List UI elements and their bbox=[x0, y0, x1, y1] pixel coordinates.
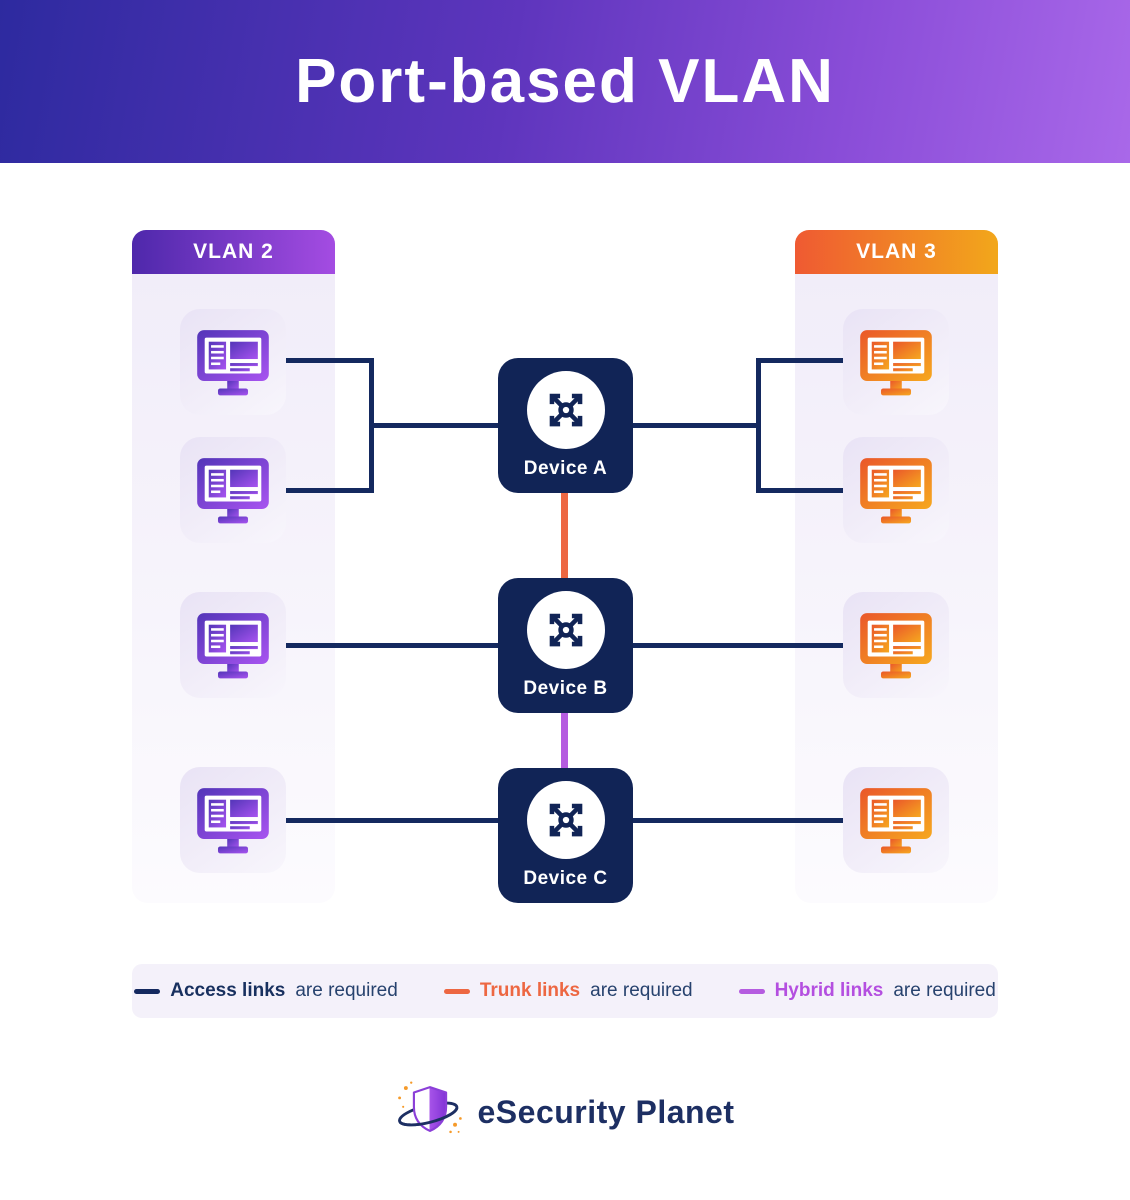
legend-item-access: Access links are required bbox=[134, 980, 398, 1002]
device-label: Device C bbox=[523, 868, 608, 889]
access-link-left-junction bbox=[369, 358, 374, 493]
access-link-right-to-device-a bbox=[633, 423, 759, 428]
vlan2-computer-1 bbox=[180, 309, 286, 415]
shield-planet-icon bbox=[396, 1080, 464, 1144]
device-c: Device C bbox=[498, 768, 633, 903]
monitor-icon bbox=[859, 329, 933, 396]
monitor-icon bbox=[859, 612, 933, 679]
monitor-icon bbox=[196, 329, 270, 396]
vlan3-computer-3 bbox=[843, 592, 949, 698]
legend-item-hybrid: Hybrid links are required bbox=[738, 980, 996, 1002]
legend-label: Access links bbox=[170, 980, 286, 1001]
access-link-right-to-device-b bbox=[633, 643, 844, 648]
vlan3-computer-2 bbox=[843, 437, 949, 543]
access-link-left-2 bbox=[286, 488, 372, 493]
legend-label: Hybrid links bbox=[774, 980, 884, 1001]
trunk-link-a-b bbox=[561, 493, 568, 578]
switch-icon bbox=[526, 371, 605, 449]
hybrid-link-swatch bbox=[738, 988, 765, 994]
switch-icon bbox=[526, 591, 605, 669]
vlan2-computer-4 bbox=[180, 767, 286, 873]
device-label: Device A bbox=[523, 458, 608, 479]
hybrid-link-b-c bbox=[561, 713, 568, 768]
device-b: Device B bbox=[498, 578, 633, 713]
header-banner: Port-based VLAN bbox=[0, 0, 1130, 163]
monitor-icon bbox=[196, 612, 270, 679]
switch-icon bbox=[526, 781, 605, 859]
access-link-left-to-device-a bbox=[372, 423, 498, 428]
access-link-right-1 bbox=[758, 358, 844, 363]
vlan2-badge: VLAN 2 bbox=[132, 230, 335, 274]
page-title: Port-based VLAN bbox=[295, 47, 835, 116]
legend-suffix: are required bbox=[295, 980, 398, 1001]
device-label: Device B bbox=[523, 678, 608, 699]
legend-label: Trunk links bbox=[479, 980, 581, 1001]
access-link-left-to-device-c bbox=[286, 818, 498, 823]
access-link-left-to-device-b bbox=[286, 643, 498, 648]
legend-suffix: are required bbox=[590, 980, 693, 1001]
monitor-icon bbox=[196, 457, 270, 524]
access-link-swatch bbox=[134, 988, 161, 994]
trunk-link-swatch bbox=[443, 988, 470, 994]
vlan2-computer-2 bbox=[180, 437, 286, 543]
legend-suffix: are required bbox=[893, 980, 996, 1001]
footer-brand: eSecurity Planet bbox=[0, 1080, 1130, 1144]
access-link-right-2 bbox=[758, 488, 844, 493]
vlan3-computer-1 bbox=[843, 309, 949, 415]
vlan3-computer-4 bbox=[843, 767, 949, 873]
legend-item-trunk: Trunk links are required bbox=[443, 980, 693, 1002]
vlan3-badge: VLAN 3 bbox=[795, 230, 998, 274]
legend: Access links are required Trunk links ar… bbox=[132, 964, 998, 1018]
brand-wordmark: eSecurity Planet bbox=[477, 1093, 735, 1130]
access-link-right-to-device-c bbox=[633, 818, 844, 823]
vlan2-computer-3 bbox=[180, 592, 286, 698]
monitor-icon bbox=[196, 787, 270, 854]
access-link-left-1 bbox=[286, 358, 372, 363]
monitor-icon bbox=[859, 787, 933, 854]
device-a: Device A bbox=[498, 358, 633, 493]
monitor-icon bbox=[859, 457, 933, 524]
